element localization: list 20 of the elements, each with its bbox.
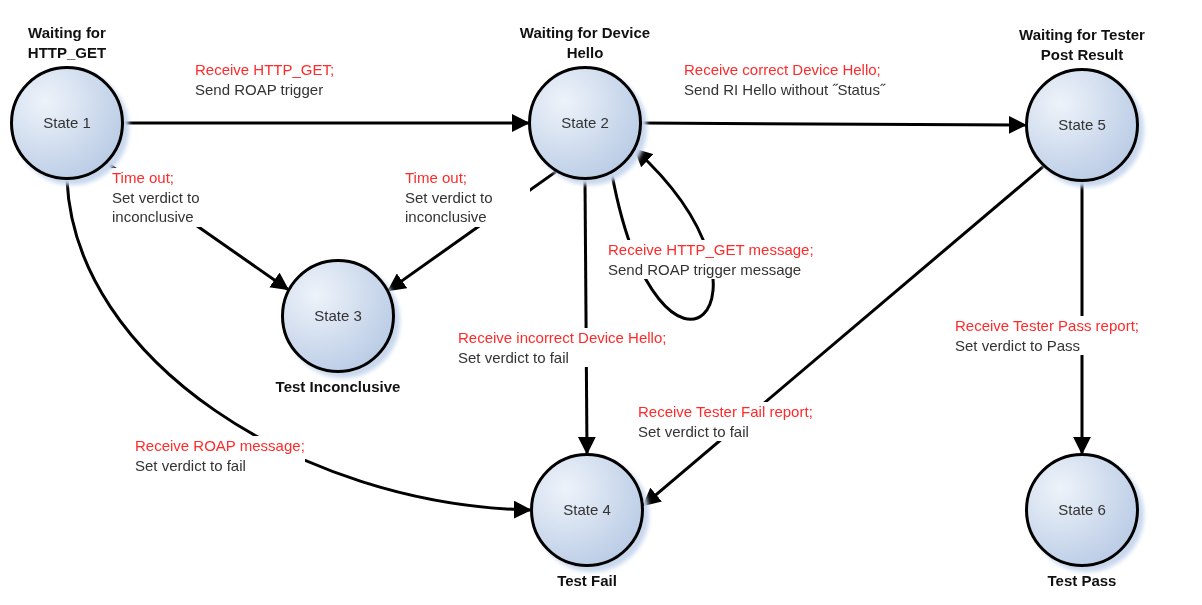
state-heading: Waiting for Tester Post Result <box>1018 25 1146 64</box>
state-heading: Waiting for HTTP_GET <box>26 23 108 62</box>
state-heading: Test Pass <box>1047 571 1117 591</box>
state-heading: Test Inconclusive <box>275 377 401 397</box>
state-heading: Test Fail <box>557 571 617 591</box>
arrow <box>124 114 530 132</box>
state-name: State 5 <box>1058 114 1106 135</box>
state-name: State 4 <box>563 499 611 520</box>
edge-label: Receive incorrect Device Hello; Set verdict to fail <box>458 328 667 367</box>
state-name: State 3 <box>314 305 362 326</box>
state-name: State 1 <box>43 112 91 133</box>
edge-label: Receive HTTP_GET message; Send ROAP trigger message <box>608 240 814 279</box>
arrow <box>642 165 1045 507</box>
edge-label: Receive Tester Pass report; Set verdict to Pass <box>955 316 1139 355</box>
state-heading: Waiting for Device Hello <box>518 23 652 62</box>
state-name: State 2 <box>561 112 609 133</box>
edge-label: Receive Tester Fail report; Set verdict to fail <box>638 402 813 441</box>
arrow <box>642 115 1027 134</box>
arrow <box>65 179 532 518</box>
state-name: State 6 <box>1058 499 1106 520</box>
